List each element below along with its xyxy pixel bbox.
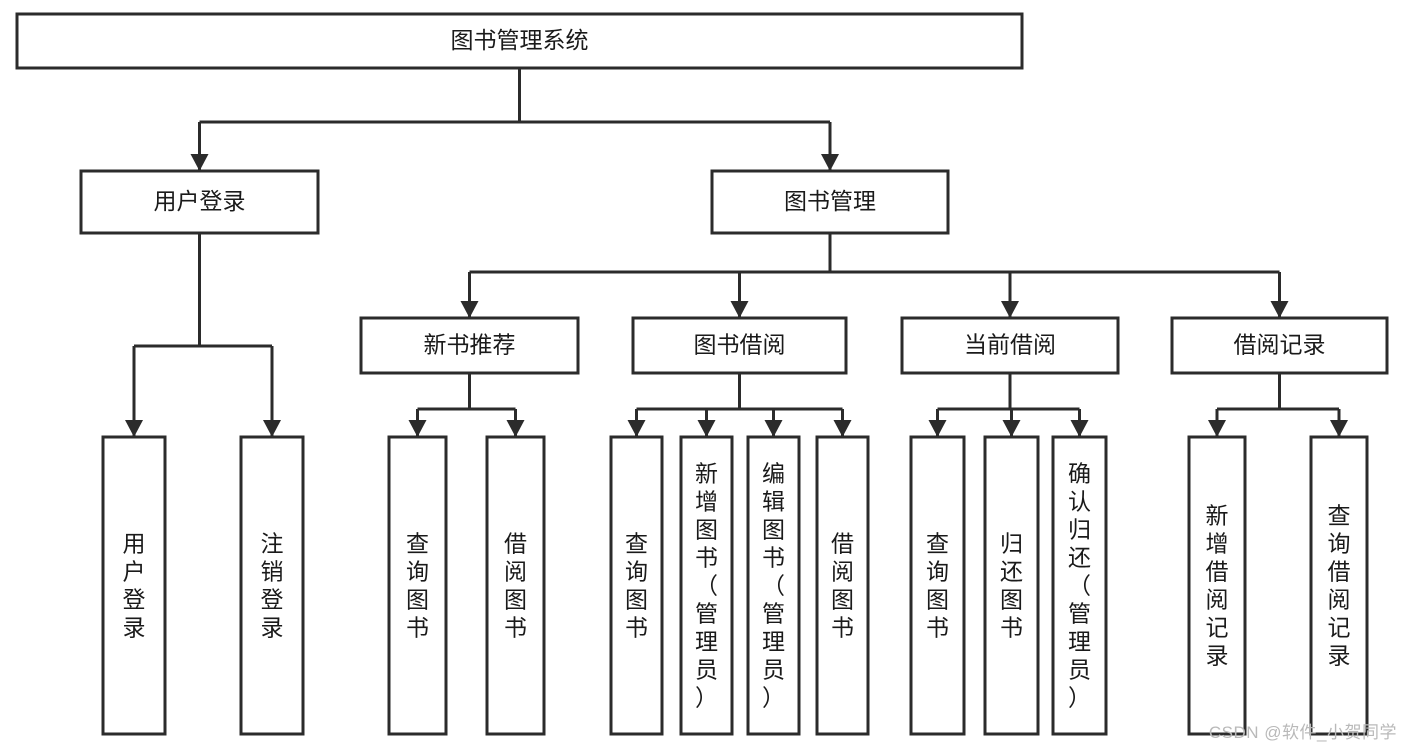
node-leaf-user-1-box[interactable] [239, 435, 305, 736]
node-level3-2-label: 当前借阅 [964, 332, 1056, 358]
arrow-head-icon [190, 154, 209, 171]
arrow-head-icon [1002, 420, 1021, 437]
node-leaf-g1-2[interactable]: 编辑图书（管理员） [746, 435, 801, 736]
node-level3-3-label: 借阅记录 [1234, 332, 1326, 358]
node-leaf-g2-1-box[interactable] [983, 435, 1040, 736]
node-level3-0-box[interactable] [359, 316, 580, 375]
node-leaf-g1-0-label: 查询图书 [625, 530, 648, 640]
node-leaf-g0-0-label: 查询图书 [406, 530, 429, 640]
node-leaf-g1-1[interactable]: 新增图书（管理员） [679, 435, 734, 736]
node-leaf-g0-1-label: 借阅图书 [504, 530, 527, 640]
node-level3-1-label: 图书借阅 [694, 332, 786, 358]
arrow-head-icon [125, 420, 143, 437]
node-leaf-g1-1-box[interactable] [679, 435, 734, 736]
node-leaf-user-0[interactable]: 用户登录 [101, 435, 167, 736]
arrow-head-icon [1330, 420, 1348, 437]
node-leaf-g2-1-label: 归还图书 [1000, 530, 1023, 640]
node-leaf-g1-0-box[interactable] [609, 435, 664, 736]
node-leaf-g3-1-label: 查询借阅记录 [1328, 502, 1351, 668]
node-level2-1-label: 图书管理 [784, 188, 876, 214]
node-leaf-g1-0[interactable]: 查询图书 [609, 435, 664, 736]
node-leaf-g3-1-box[interactable] [1309, 435, 1369, 736]
node-leaf-g1-3[interactable]: 借阅图书 [815, 435, 870, 736]
arrow-head-icon [263, 420, 281, 437]
node-leaf-g2-0-box[interactable] [909, 435, 966, 736]
arrow-head-icon [1208, 420, 1226, 437]
node-level3-0-label: 新书推荐 [424, 332, 516, 358]
node-leaf-g2-0-label: 查询图书 [926, 530, 949, 640]
node-leaf-g2-1[interactable]: 归还图书 [983, 435, 1040, 736]
node-leaf-user-1[interactable]: 注销登录 [239, 435, 305, 736]
connector-layer [125, 68, 1348, 437]
node-leaf-g2-2-label: 确认归还（管理员） [1068, 460, 1091, 710]
node-level2-0-label: 用户登录 [154, 188, 246, 214]
arrow-head-icon [764, 420, 783, 437]
node-leaf-g3-0-box[interactable] [1187, 435, 1247, 736]
node-leaf-g0-0[interactable]: 查询图书 [387, 435, 448, 736]
node-root[interactable]: 图书管理系统 [15, 12, 1024, 70]
arrow-head-icon [1270, 301, 1289, 318]
node-level2-0[interactable]: 用户登录 [79, 169, 320, 235]
arrow-head-icon [627, 420, 646, 437]
node-level3-3[interactable]: 借阅记录 [1170, 316, 1389, 375]
node-root-box[interactable] [15, 12, 1024, 70]
node-leaf-g1-2-label: 编辑图书（管理员） [762, 460, 785, 710]
node-level3-1-box[interactable] [631, 316, 848, 375]
arrow-head-icon [821, 154, 839, 171]
arrow-head-icon [1001, 301, 1019, 318]
node-leaf-g0-1-box[interactable] [485, 435, 546, 736]
node-level2-1[interactable]: 图书管理 [710, 169, 950, 235]
node-level3-3-box[interactable] [1170, 316, 1389, 375]
arrow-head-icon [697, 420, 716, 437]
node-layer: 图书管理系统用户登录图书管理用户登录注销登录新书推荐查询图书借阅图书图书借阅查询… [15, 12, 1389, 736]
node-leaf-user-1-label: 注销登录 [261, 530, 284, 640]
node-leaf-g1-3-label: 借阅图书 [831, 530, 854, 640]
arrow-head-icon [460, 301, 479, 318]
node-level2-0-box[interactable] [79, 169, 320, 235]
arrow-head-icon [833, 420, 852, 437]
node-leaf-g2-2[interactable]: 确认归还（管理员） [1051, 435, 1108, 736]
node-level3-2-box[interactable] [900, 316, 1120, 375]
node-leaf-g0-1[interactable]: 借阅图书 [485, 435, 546, 736]
arrow-head-icon [1070, 420, 1089, 437]
arrow-head-icon [928, 420, 947, 437]
node-leaf-g3-0[interactable]: 新增借阅记录 [1187, 435, 1247, 736]
node-leaf-g2-0[interactable]: 查询图书 [909, 435, 966, 736]
arrow-head-icon [730, 301, 749, 318]
node-level3-1[interactable]: 图书借阅 [631, 316, 848, 375]
node-level3-0[interactable]: 新书推荐 [359, 316, 580, 375]
node-level3-2[interactable]: 当前借阅 [900, 316, 1120, 375]
node-leaf-g1-1-label: 新增图书（管理员） [695, 460, 718, 710]
arrow-head-icon [408, 420, 427, 437]
arrow-head-icon [506, 420, 525, 437]
node-leaf-user-0-label: 用户登录 [123, 530, 146, 640]
node-leaf-g1-3-box[interactable] [815, 435, 870, 736]
node-leaf-g3-0-label: 新增借阅记录 [1206, 502, 1229, 668]
node-leaf-g2-2-box[interactable] [1051, 435, 1108, 736]
node-leaf-g0-0-box[interactable] [387, 435, 448, 736]
watermark: CSDN @软件_小贺同学 [1208, 723, 1397, 742]
node-leaf-g3-1[interactable]: 查询借阅记录 [1309, 435, 1369, 736]
node-root-label: 图书管理系统 [451, 27, 589, 53]
node-leaf-user-0-box[interactable] [101, 435, 167, 736]
node-level2-1-box[interactable] [710, 169, 950, 235]
node-leaf-g1-2-box[interactable] [746, 435, 801, 736]
